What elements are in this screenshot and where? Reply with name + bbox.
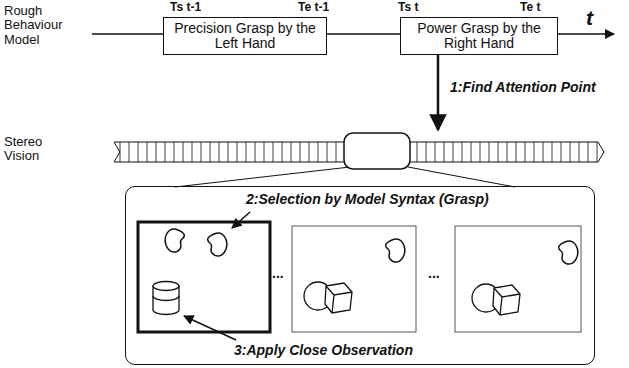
time-mark: Te t-1 <box>298 1 329 14</box>
process-box: Power Grasp by the Right Hand <box>400 17 558 55</box>
hand-shape <box>559 241 578 264</box>
axis-label: t <box>586 6 593 29</box>
hand-shape <box>208 233 227 256</box>
box-label: Power Grasp by the Right Hand <box>407 21 551 51</box>
step-label: 1:Find Attention Point <box>450 80 596 95</box>
row-label: Stereo Vision <box>4 135 64 164</box>
step-label: 3:Apply Close Observation <box>232 342 415 358</box>
box-label: Precision Grasp by the Left Hand <box>170 21 320 51</box>
zoom-line <box>408 167 515 187</box>
hand-shape <box>165 229 184 252</box>
observation-panel: 2:Selection by Model Syntax (Grasp) 3:App… <box>125 186 595 365</box>
frame <box>455 226 581 332</box>
object-group <box>304 282 352 313</box>
ellipsis: ... <box>272 266 284 281</box>
time-mark: Te t <box>520 1 540 14</box>
time-mark: Ts t <box>398 1 418 14</box>
frame <box>292 226 416 332</box>
attention-frame <box>344 133 410 169</box>
callout-arrow <box>232 212 250 228</box>
cylinder <box>153 282 179 315</box>
callout-arrow <box>184 316 236 340</box>
process-box: Precision Grasp by the Left Hand <box>163 17 327 55</box>
selected-frame <box>138 222 270 332</box>
time-mark: Ts t-1 <box>170 1 201 14</box>
object-group <box>472 284 520 315</box>
zoom-line <box>175 167 350 187</box>
step-label: 2:Selection by Model Syntax (Grasp) <box>244 191 491 207</box>
ellipsis: ... <box>428 266 440 281</box>
hand-shape <box>386 239 405 262</box>
row-label: Rough Behaviour Model <box>4 4 86 47</box>
attention-arrow <box>437 52 440 130</box>
